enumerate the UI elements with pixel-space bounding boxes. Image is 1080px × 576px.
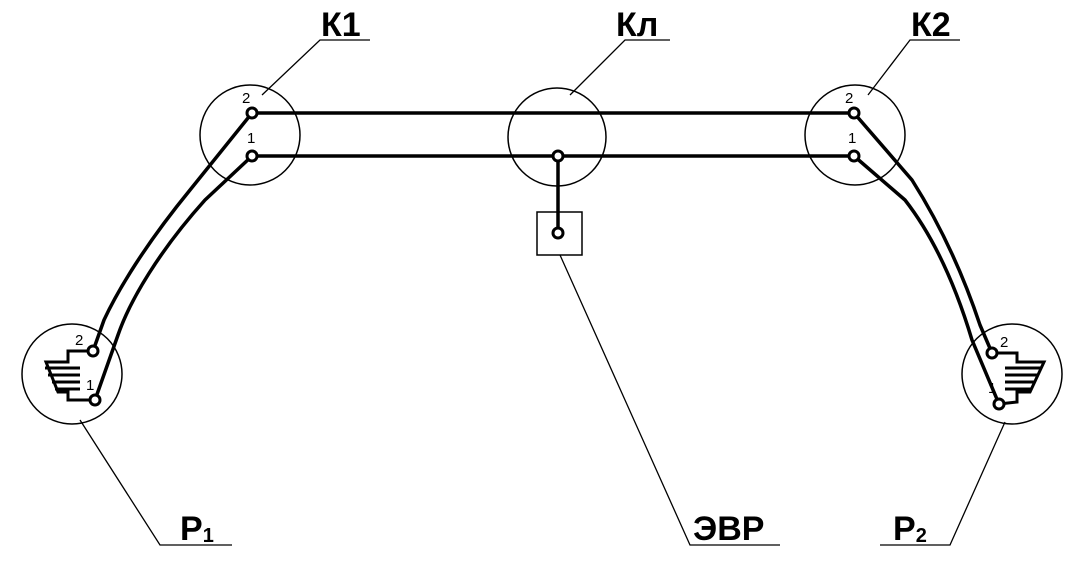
k1-circle <box>199 84 301 186</box>
p2-wire-2 <box>852 111 994 355</box>
terminal-dot <box>551 226 565 240</box>
evr-leader <box>559 254 780 546</box>
pin-label-2: 2 <box>845 90 853 107</box>
p2-label: Р2 <box>893 510 927 548</box>
p2-wire-1 <box>852 154 1001 406</box>
terminal-dot <box>992 397 1006 411</box>
pin-label-1: 1 <box>848 130 856 147</box>
kl-label: Кл <box>616 6 658 44</box>
k1-label: К1 <box>321 6 361 44</box>
k2-label: К2 <box>911 6 951 44</box>
terminal-dot <box>847 149 861 163</box>
kl-leader <box>569 39 670 96</box>
pin-label-1: 1 <box>988 380 996 397</box>
p1-wire-2 <box>91 111 254 353</box>
terminal-dot <box>245 106 259 120</box>
p1-label: Р1 <box>180 510 214 548</box>
p1-leader <box>79 419 232 546</box>
pin-label-1: 1 <box>86 377 94 394</box>
p2-leader <box>880 421 1006 546</box>
evr-label: ЭВР <box>693 510 764 548</box>
terminal-dot <box>86 344 100 358</box>
p1-circle <box>21 323 123 425</box>
k1-leader <box>261 39 370 96</box>
k2-circle <box>804 84 906 186</box>
k2-leader <box>867 39 960 96</box>
pin-label-2: 2 <box>75 332 83 349</box>
p1-wire-1 <box>93 154 254 402</box>
terminal-dot <box>245 149 259 163</box>
p2-circle <box>961 323 1063 425</box>
terminal-dot <box>847 106 861 120</box>
socket-icon <box>992 351 1047 406</box>
terminal-dot <box>551 149 565 163</box>
pin-label-2: 2 <box>1000 334 1008 351</box>
pin-label-1: 1 <box>247 130 255 147</box>
terminal-dot <box>88 393 102 407</box>
pin-label-2: 2 <box>242 90 250 107</box>
socket-icon <box>43 349 95 402</box>
terminal-dot <box>985 346 999 360</box>
